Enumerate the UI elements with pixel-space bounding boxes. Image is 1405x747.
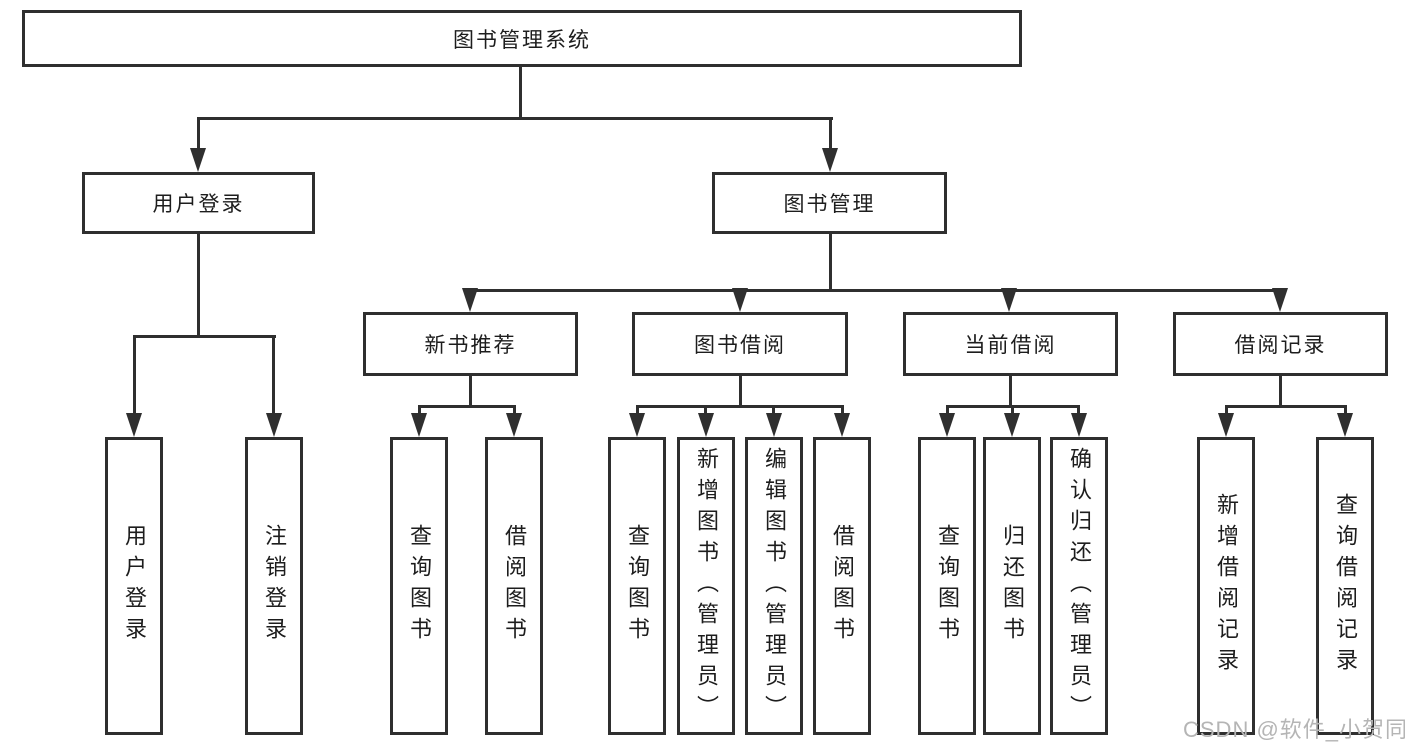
- arrow-down-icon: [822, 148, 838, 172]
- connector-line: [704, 405, 707, 417]
- connector-line: [197, 234, 200, 335]
- connector-line: [772, 405, 775, 417]
- node-new-book-recommendation: 新书推荐: [363, 312, 578, 376]
- arrow-down-icon: [732, 288, 748, 312]
- connector-line: [829, 234, 832, 289]
- node-label: 当前借阅: [964, 334, 1057, 357]
- arrow-down-icon: [462, 288, 478, 312]
- arrow-down-icon: [1001, 288, 1017, 312]
- node-label: 图书借阅: [694, 334, 786, 357]
- arrow-down-icon: [939, 413, 955, 437]
- leaf-borrow-books-recommend: 借阅图书: [485, 437, 543, 735]
- node-book-management: 图书管理: [712, 172, 947, 234]
- leaf-label: 新增图书（管理员）: [694, 446, 719, 726]
- connector-line: [1225, 405, 1228, 417]
- connector-line: [636, 405, 844, 408]
- arrow-down-icon: [190, 148, 206, 172]
- arrow-down-icon: [411, 413, 427, 437]
- connector-line: [1344, 405, 1347, 417]
- node-label: 新书推荐: [424, 334, 517, 357]
- leaf-user-login: 用户登录: [105, 437, 163, 735]
- node-label: 图书管理系统: [453, 28, 591, 52]
- arrow-down-icon: [506, 413, 522, 437]
- leaf-label: 新增借阅记录: [1214, 493, 1239, 679]
- leaf-label: 查询图书: [935, 524, 960, 648]
- leaf-return-books: 归还图书: [983, 437, 1041, 735]
- connector-line: [469, 376, 472, 405]
- leaf-label: 用户登录: [122, 524, 147, 648]
- leaf-label: 归还图书: [1000, 524, 1025, 648]
- node-user-login: 用户登录: [82, 172, 315, 234]
- connector-line: [1279, 376, 1282, 405]
- node-label: 用户登录: [152, 193, 245, 216]
- leaf-label: 借阅图书: [830, 524, 855, 648]
- leaf-logout: 注销登录: [245, 437, 303, 735]
- connector-line: [1225, 405, 1347, 408]
- node-label: 借阅记录: [1234, 334, 1327, 357]
- arrow-down-icon: [1337, 413, 1353, 437]
- connector-line: [418, 405, 516, 408]
- arrow-down-icon: [698, 413, 714, 437]
- arrow-down-icon: [126, 413, 142, 437]
- leaf-query-books-recommend: 查询图书: [390, 437, 448, 735]
- connector-line: [133, 335, 276, 338]
- connector-line: [519, 67, 522, 117]
- leaf-edit-book-admin: 编辑图书（管理员）: [745, 437, 803, 735]
- connector-line: [1077, 405, 1080, 417]
- leaf-query-books-current: 查询图书: [918, 437, 976, 735]
- arrow-down-icon: [1004, 413, 1020, 437]
- leaf-label: 注销登录: [262, 524, 287, 648]
- connector-line: [418, 405, 421, 417]
- connector-line: [197, 117, 833, 120]
- arrow-down-icon: [834, 413, 850, 437]
- connector-line: [1009, 376, 1012, 405]
- arrow-down-icon: [1218, 413, 1234, 437]
- leaf-confirm-return-admin: 确认归还（管理员）: [1050, 437, 1108, 735]
- connector-line: [197, 117, 200, 151]
- connector-line: [133, 335, 136, 415]
- connector-line: [841, 405, 844, 417]
- arrow-down-icon: [266, 413, 282, 437]
- leaf-query-books-borrow: 查询图书: [608, 437, 666, 735]
- node-current-borrowing: 当前借阅: [903, 312, 1118, 376]
- arrow-down-icon: [766, 413, 782, 437]
- connector-line: [946, 405, 949, 417]
- leaf-label: 借阅图书: [502, 524, 527, 648]
- leaf-label: 查询图书: [625, 524, 650, 648]
- node-label: 图书管理: [783, 193, 876, 216]
- leaf-borrow-books: 借阅图书: [813, 437, 871, 735]
- connector-line: [829, 117, 832, 151]
- leaf-label: 确认归还（管理员）: [1067, 446, 1092, 726]
- leaf-label: 查询借阅记录: [1333, 493, 1358, 679]
- leaf-label: 编辑图书（管理员）: [762, 446, 787, 726]
- leaf-add-book-admin: 新增图书（管理员）: [677, 437, 735, 735]
- leaf-add-borrow-record: 新增借阅记录: [1197, 437, 1255, 735]
- connector-line: [272, 335, 275, 415]
- arrow-down-icon: [1272, 288, 1288, 312]
- node-library-system-root: 图书管理系统: [22, 10, 1022, 67]
- connector-line: [739, 376, 742, 405]
- leaf-query-borrow-record: 查询借阅记录: [1316, 437, 1374, 735]
- leaf-label: 查询图书: [407, 524, 432, 648]
- arrow-down-icon: [629, 413, 645, 437]
- connector-line: [1011, 405, 1014, 417]
- connector-line: [636, 405, 639, 417]
- connector-line: [469, 289, 1282, 292]
- connector-line: [513, 405, 516, 417]
- arrow-down-icon: [1071, 413, 1087, 437]
- node-book-borrowing: 图书借阅: [632, 312, 848, 376]
- csdn-watermark: CSDN @软件_小贺同学: [1183, 717, 1405, 742]
- node-borrowing-records: 借阅记录: [1173, 312, 1388, 376]
